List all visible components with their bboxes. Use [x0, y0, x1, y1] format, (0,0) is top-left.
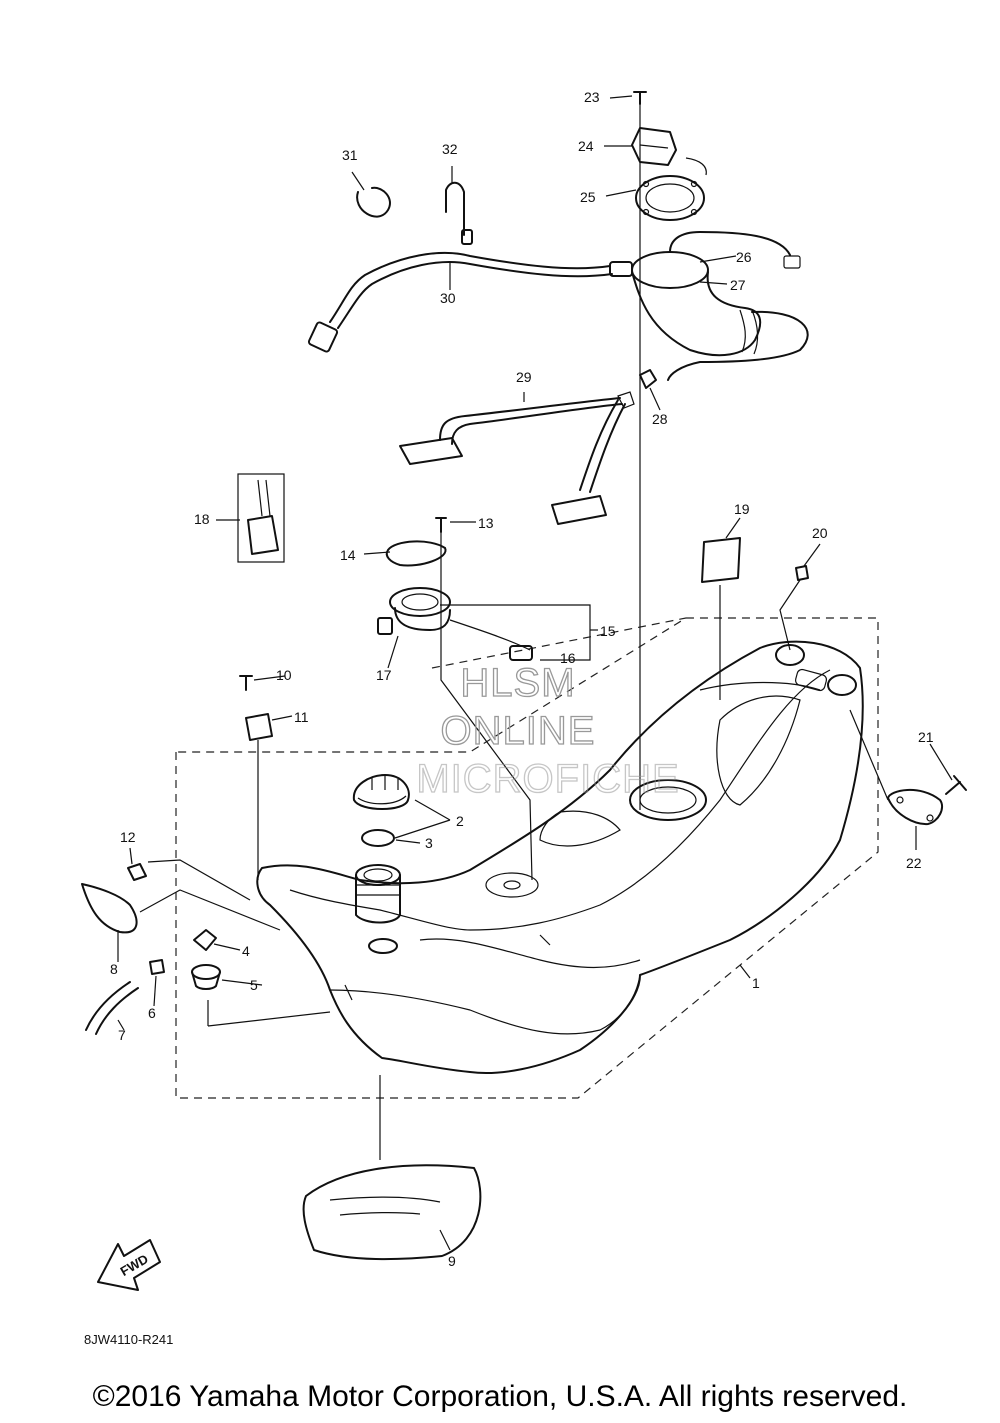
label-4[interactable]: 4	[242, 943, 250, 959]
sensor-box-18	[237, 473, 285, 563]
drawing-code: 8JW4110-R241	[84, 1332, 173, 1347]
leader-lines	[117, 95, 953, 1251]
grommet-5	[191, 964, 221, 990]
fuel-pump-assembly	[631, 127, 809, 381]
nut-20	[795, 565, 809, 581]
part-labels: 1 2 3 4 5 6 7 8 9 10 11 12 13 14 15 16 1…	[110, 89, 934, 1269]
label-5[interactable]: 5	[250, 977, 258, 993]
watermark-line-2: ONLINE	[441, 709, 596, 753]
label-10[interactable]: 10	[276, 667, 292, 683]
label-7[interactable]: 7	[118, 1027, 126, 1043]
label-20[interactable]: 20	[812, 525, 828, 541]
label-11[interactable]: 11	[294, 709, 309, 725]
label-28[interactable]: 28	[652, 411, 668, 427]
label-18[interactable]: 18	[194, 511, 210, 527]
copyright: ©2016 Yamaha Motor Corporation, U.S.A. A…	[93, 1380, 908, 1413]
label-16[interactable]: 16	[560, 650, 576, 666]
watermark-line-1: HLSM	[460, 661, 575, 705]
label-12[interactable]: 12	[120, 829, 136, 845]
fwd-arrow-icon: FWD	[97, 1239, 161, 1291]
connector-28	[639, 369, 657, 389]
bolt-21	[945, 775, 967, 795]
clip-11	[245, 713, 273, 741]
hose-7	[85, 981, 139, 1035]
label-15[interactable]: 15	[600, 623, 616, 639]
fitting-6	[149, 959, 165, 975]
sender-unit	[377, 587, 533, 661]
gasket-14	[385, 540, 447, 567]
assembly-outline	[175, 617, 879, 1099]
valve-4	[193, 929, 217, 951]
clip-12	[127, 863, 147, 881]
label-23[interactable]: 23	[584, 89, 600, 105]
label-22[interactable]: 22	[906, 855, 922, 871]
label-13[interactable]: 13	[478, 515, 494, 531]
label-29[interactable]: 29	[516, 369, 532, 385]
label-6[interactable]: 6	[148, 1005, 156, 1021]
clamp-32	[445, 181, 473, 245]
fuel-tank	[256, 640, 864, 1075]
bracket-22	[887, 788, 944, 826]
label-31[interactable]: 31	[342, 147, 358, 163]
label-21[interactable]: 21	[918, 729, 934, 745]
sticker-19	[701, 537, 741, 583]
vent-hose	[399, 391, 635, 525]
watermark-line-3: MICROFICHE	[416, 757, 679, 801]
label-2[interactable]: 2	[456, 813, 464, 829]
cap-gasket	[361, 829, 395, 847]
clamp-31	[356, 186, 391, 218]
label-9[interactable]: 9	[448, 1253, 456, 1269]
label-32[interactable]: 32	[442, 141, 458, 157]
label-8[interactable]: 8	[110, 961, 118, 977]
filler-cap	[352, 774, 410, 810]
label-3[interactable]: 3	[425, 835, 433, 851]
label-24[interactable]: 24	[578, 138, 594, 154]
watermark: HLSM ONLINE MICROFICHE	[416, 660, 680, 801]
label-19[interactable]: 19	[734, 501, 750, 517]
label-27[interactable]: 27	[730, 277, 746, 293]
label-1[interactable]: 1	[752, 975, 760, 991]
pad-9	[302, 1164, 482, 1261]
screw-13	[435, 517, 447, 533]
label-17[interactable]: 17	[376, 667, 392, 683]
bolt-10	[239, 675, 253, 691]
label-14[interactable]: 14	[340, 547, 356, 563]
label-30[interactable]: 30	[440, 290, 456, 306]
label-25[interactable]: 25	[580, 189, 596, 205]
pad-8	[81, 883, 138, 934]
wire-harness	[307, 251, 633, 353]
label-26[interactable]: 26	[736, 249, 752, 265]
filler-neck	[355, 864, 401, 954]
